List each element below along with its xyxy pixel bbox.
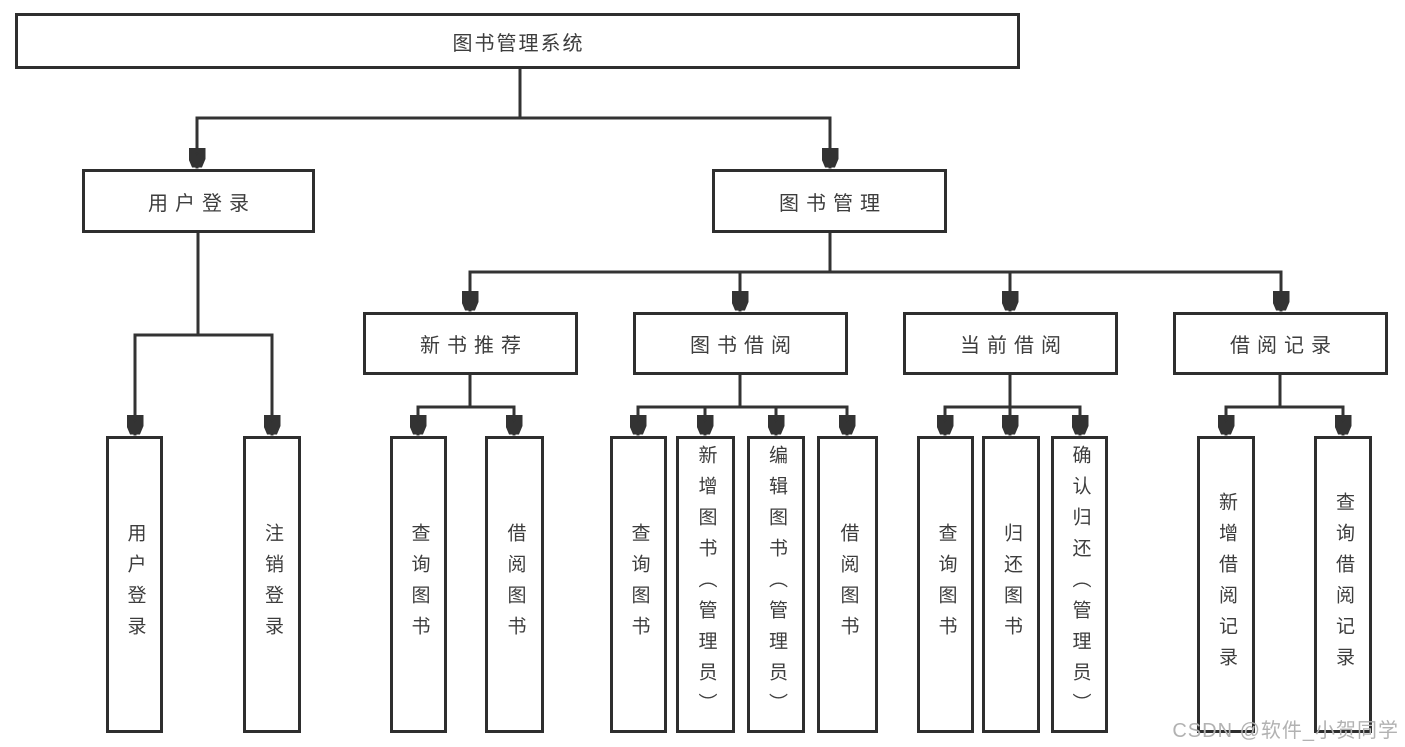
connector-user-login-children — [135, 231, 272, 436]
node-label: 图书借阅 — [690, 335, 798, 357]
node-book-borrowing: 图书借阅 — [633, 312, 848, 375]
connector-current-borrow-children — [945, 373, 1080, 436]
leaf-confirm-return-admin: 确认归还（管理员） — [1051, 436, 1108, 733]
leaf-label: 查询图书 — [628, 522, 650, 647]
node-label: 当前借阅 — [960, 335, 1068, 357]
leaf-label: 用户登录 — [124, 522, 146, 647]
node-new-book-recommend: 新书推荐 — [363, 312, 578, 375]
leaf-query-borrow-record: 查询借阅记录 — [1314, 436, 1372, 733]
leaf-user-login: 用户登录 — [106, 436, 163, 733]
connector-book-management-children — [470, 231, 1281, 312]
leaf-borrow-books: 借阅图书 — [817, 436, 878, 733]
node-book-management-system: 图书管理系统 — [15, 13, 1020, 69]
leaf-borrow-books-recommend: 借阅图书 — [485, 436, 544, 733]
connector-new-book-children — [418, 373, 514, 436]
connector-root-to-level2 — [197, 67, 830, 169]
node-label: 借阅记录 — [1230, 335, 1338, 357]
connector-book-borrow-children — [638, 373, 847, 436]
leaf-label: 归还图书 — [1000, 522, 1022, 647]
node-current-borrowing: 当前借阅 — [903, 312, 1118, 375]
leaf-label: 查询图书 — [935, 522, 957, 647]
leaf-label: 新增图书（管理员） — [695, 445, 717, 724]
leaf-return-book: 归还图书 — [982, 436, 1040, 733]
leaf-query-books-borrowing: 查询图书 — [610, 436, 667, 733]
leaf-label: 新增借阅记录 — [1215, 491, 1237, 678]
node-label: 图书管理 — [779, 192, 887, 215]
leaf-add-book-admin: 新增图书（管理员） — [676, 436, 735, 733]
leaf-label: 编辑图书（管理员） — [765, 445, 787, 724]
node-borrowing-records: 借阅记录 — [1173, 312, 1388, 375]
leaf-query-books-recommend: 查询图书 — [390, 436, 447, 733]
connector-borrow-records-children — [1226, 373, 1343, 436]
leaf-query-books-current: 查询图书 — [917, 436, 974, 733]
node-label: 图书管理系统 — [452, 32, 585, 55]
leaf-label: 借阅图书 — [837, 522, 859, 647]
leaf-label: 借阅图书 — [504, 522, 526, 647]
leaf-label: 注销登录 — [261, 522, 283, 647]
node-book-management: 图书管理 — [712, 169, 947, 233]
leaf-logout: 注销登录 — [243, 436, 301, 733]
node-label: 用户登录 — [148, 192, 256, 215]
node-user-login: 用户登录 — [82, 169, 315, 233]
leaf-label: 查询借阅记录 — [1332, 491, 1354, 678]
csdn-watermark: CSDN @软件_小贺同学 — [1172, 720, 1399, 742]
leaf-label: 确认归还（管理员） — [1069, 445, 1091, 724]
node-label: 新书推荐 — [420, 335, 528, 357]
leaf-edit-book-admin: 编辑图书（管理员） — [747, 436, 805, 733]
leaf-add-borrow-record: 新增借阅记录 — [1197, 436, 1255, 733]
leaf-label: 查询图书 — [408, 522, 430, 647]
